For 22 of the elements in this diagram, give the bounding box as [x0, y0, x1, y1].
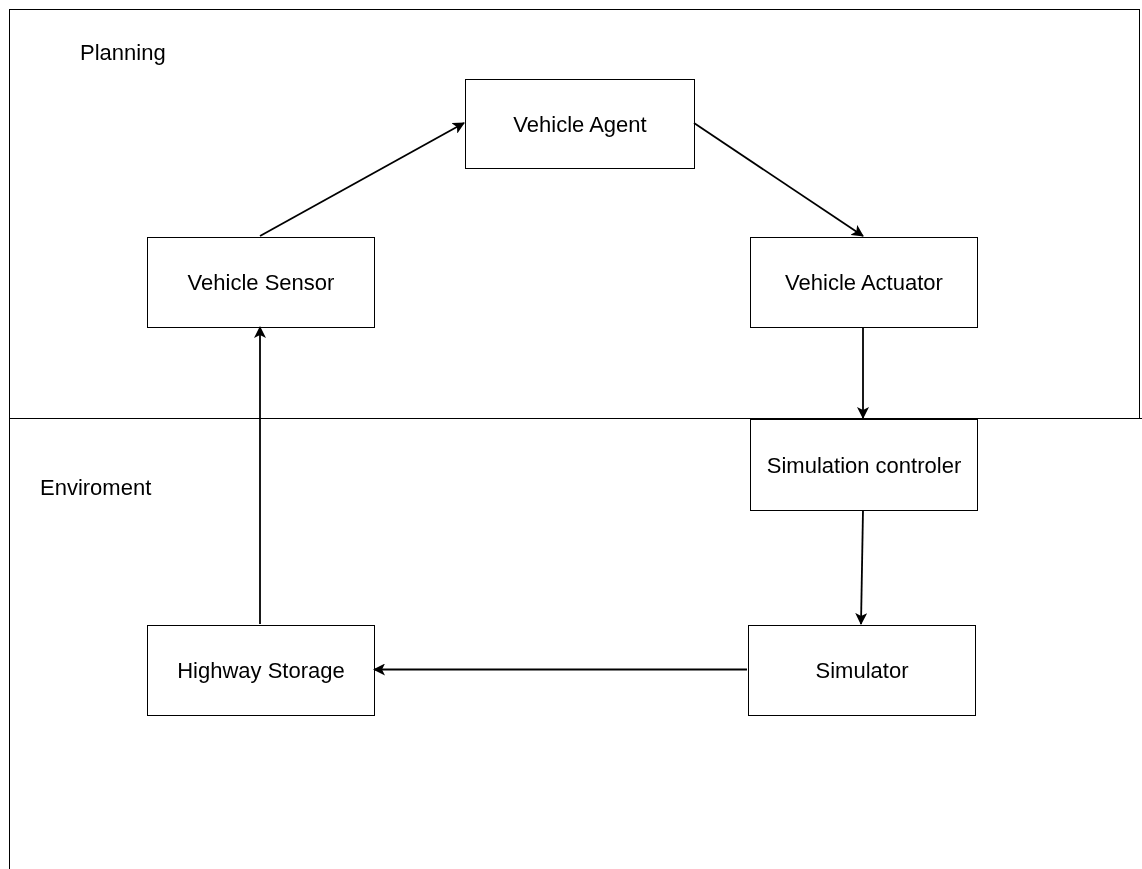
- process-box: [750, 419, 978, 511]
- arrow: [693, 122, 864, 237]
- box-label: Simulation controler: [765, 451, 963, 480]
- region-band: [9, 9, 1140, 418]
- arrow: [373, 663, 748, 676]
- region-label: Enviroment: [40, 475, 152, 501]
- process-box: [147, 625, 375, 716]
- box-label: Vehicle Actuator: [784, 269, 944, 297]
- box-label: Vehicle Sensor: [186, 269, 336, 297]
- region-label: Planning: [80, 40, 166, 66]
- process-box: [748, 625, 976, 716]
- arrow: [857, 326, 869, 419]
- box-label: Highway Storage: [176, 657, 346, 685]
- arrow: [254, 326, 266, 625]
- process-box: [750, 237, 978, 328]
- process-box: [147, 237, 375, 328]
- box-label: Vehicle Agent: [512, 110, 648, 139]
- arrow: [855, 509, 868, 625]
- arrow: [259, 122, 465, 237]
- region-band: [9, 418, 1142, 869]
- box-label: Simulator: [814, 657, 910, 685]
- process-box: [465, 79, 695, 169]
